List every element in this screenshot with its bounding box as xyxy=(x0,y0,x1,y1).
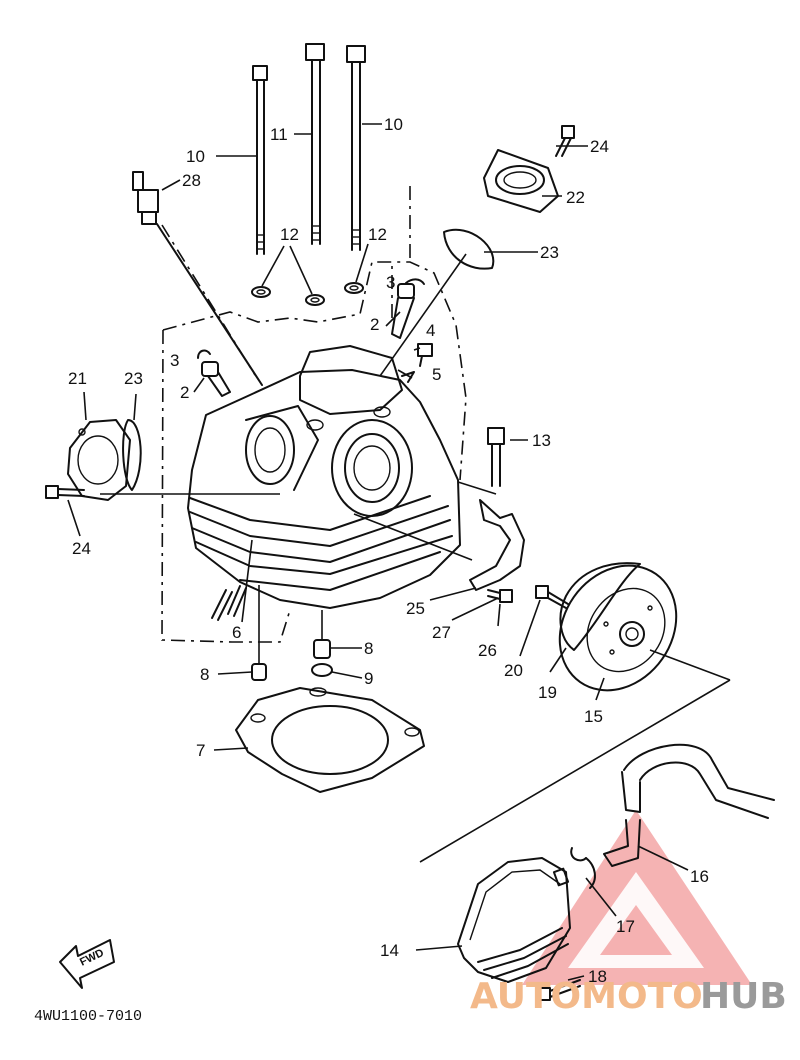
callout-6: 6 xyxy=(232,623,241,642)
callout-7: 7 xyxy=(196,741,205,760)
callout-27: 27 xyxy=(432,623,451,642)
callout-10-right: 10 xyxy=(384,115,403,134)
callout-11: 11 xyxy=(270,125,288,144)
callout-26: 26 xyxy=(478,641,497,660)
callout-24-left: 24 xyxy=(72,539,91,558)
callout-3-left: 3 xyxy=(170,351,179,370)
callout-19: 20 xyxy=(504,661,523,680)
callout-leaders xyxy=(67,123,689,981)
tappet-cover xyxy=(67,419,131,501)
cover-gasket xyxy=(122,419,142,491)
side-cover xyxy=(558,564,678,692)
callout-2-top: 2 xyxy=(370,315,379,334)
o-ring xyxy=(311,663,333,677)
callout-17: 17 xyxy=(616,917,635,936)
callout-23-left: 23 xyxy=(124,369,143,388)
cylinder-head-bolt xyxy=(346,45,366,251)
round-gasket xyxy=(559,562,641,651)
callout-16: 16 xyxy=(690,867,709,886)
callout-25: 25 xyxy=(406,599,425,618)
exhaust-flange xyxy=(483,149,559,213)
callout-2-left: 2 xyxy=(180,383,189,402)
fwd-arrow-icon: FWD xyxy=(59,939,115,989)
nut xyxy=(417,343,433,367)
callout-21: 22 xyxy=(566,188,585,207)
breather-hose xyxy=(603,743,775,867)
side-gasket xyxy=(469,499,525,591)
watermark-word-b: HUB xyxy=(700,976,787,1017)
callout-5: 5 xyxy=(432,365,441,384)
callout-18: 19 xyxy=(538,683,557,702)
cylinder-head-bolt xyxy=(305,43,325,245)
callout-3-top: 3 xyxy=(386,273,395,292)
diagram-id: 4WU1100-7010 xyxy=(34,1008,142,1025)
valve-guide xyxy=(201,361,231,397)
bolt xyxy=(45,485,85,499)
valve-guide xyxy=(391,283,415,339)
callout-14: 14 xyxy=(380,941,399,960)
watermark-word-a: AUTOMOTO xyxy=(470,976,703,1017)
dowel-pin xyxy=(313,610,331,659)
cylinder-head-gasket xyxy=(235,687,425,793)
washer xyxy=(305,294,325,306)
callout-12-right: 12 xyxy=(368,225,387,244)
callout-4: 4 xyxy=(426,321,435,340)
callout-9: 9 xyxy=(364,669,373,688)
callout-20: 18 xyxy=(588,967,607,986)
cylinder-head xyxy=(187,345,461,609)
bolt xyxy=(537,979,581,1001)
callout-24-top: 24 xyxy=(590,137,609,156)
cylinder-head-cover xyxy=(457,857,571,983)
callout-12-left: 12 xyxy=(280,225,299,244)
washer xyxy=(251,286,271,298)
bolt xyxy=(487,427,505,487)
callout-22: 21 xyxy=(68,369,87,388)
cylinder-head-bolt xyxy=(252,65,268,255)
round-gasket xyxy=(443,228,495,270)
callout-13: 13 xyxy=(532,431,551,450)
washer xyxy=(344,282,364,294)
assembly-boundary xyxy=(161,186,467,643)
callout-8-left: 8 xyxy=(200,665,209,684)
watermark-logo xyxy=(522,810,752,985)
spark-plug xyxy=(132,171,263,386)
bolt xyxy=(555,125,575,157)
stud-bolt xyxy=(211,585,247,621)
callout-15: 15 xyxy=(584,707,603,726)
callout-28: 28 xyxy=(182,171,201,190)
dowel-pin xyxy=(251,585,267,681)
retaining-clip xyxy=(197,278,425,359)
fwd-label: FWD xyxy=(78,947,106,969)
callout-labels: 10 11 10 28 12 12 24 22 23 3 2 4 5 3 2 2… xyxy=(68,115,709,986)
callout-23-top: 23 xyxy=(540,243,559,262)
callout-8-right: 8 xyxy=(364,639,373,658)
callout-10-left: 10 xyxy=(186,147,205,166)
